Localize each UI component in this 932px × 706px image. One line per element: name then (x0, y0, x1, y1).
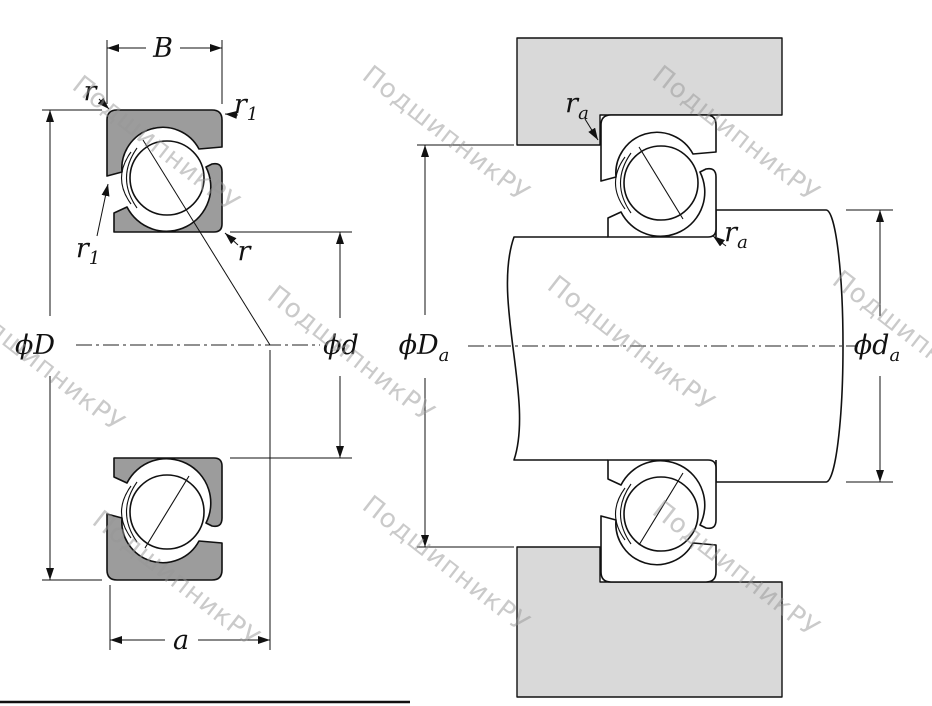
dim-r-top: r (84, 76, 110, 110)
label-B: B (152, 33, 173, 64)
housing-top (516, 37, 783, 146)
dim-Da: ϕDa (399, 144, 514, 548)
dim-r-mid: r (224, 232, 253, 267)
label-r-top: r (84, 76, 99, 107)
bearing-section-left-top (106, 109, 223, 233)
label-r1-left: r1 (76, 233, 100, 269)
bearing-section-right-top (600, 114, 717, 238)
label-ra-top: ra (565, 88, 589, 124)
dim-B: B (106, 33, 223, 104)
left-view: B r r1 r1 r (15, 33, 359, 656)
dim-da: ϕda (846, 209, 900, 483)
dim-d: ϕd (230, 231, 359, 459)
label-D: ϕD (15, 330, 55, 361)
contact-mark-right-bottom (638, 472, 684, 546)
label-r-mid: r (238, 236, 253, 267)
shaft-seat (506, 236, 608, 461)
dim-ra-top: ra (565, 88, 599, 141)
bearing-section-right-bottom (600, 459, 717, 583)
right-view: ϕDa ϕda ra ra (399, 37, 900, 698)
shaft-shoulder (715, 209, 844, 483)
label-r1-top: r1 (234, 89, 258, 125)
dim-r1-top: r1 (224, 89, 258, 125)
bearing-section-left-bottom (106, 457, 223, 581)
contact-angle-line (142, 139, 271, 346)
label-ra-shaft: ra (724, 217, 748, 253)
label-a: a (173, 625, 189, 656)
label-d: ϕd (323, 330, 359, 361)
contact-mark-left-bottom (144, 475, 190, 549)
housing-bottom (516, 546, 783, 698)
label-Da: ϕDa (399, 330, 450, 366)
dim-a: a (109, 350, 271, 656)
dim-ra-shaft: ra (712, 217, 748, 253)
contact-mark-right-top (638, 146, 684, 220)
label-da: ϕda (854, 330, 900, 366)
dim-r1-left: r1 (76, 183, 110, 269)
dim-D: ϕD (15, 109, 102, 581)
